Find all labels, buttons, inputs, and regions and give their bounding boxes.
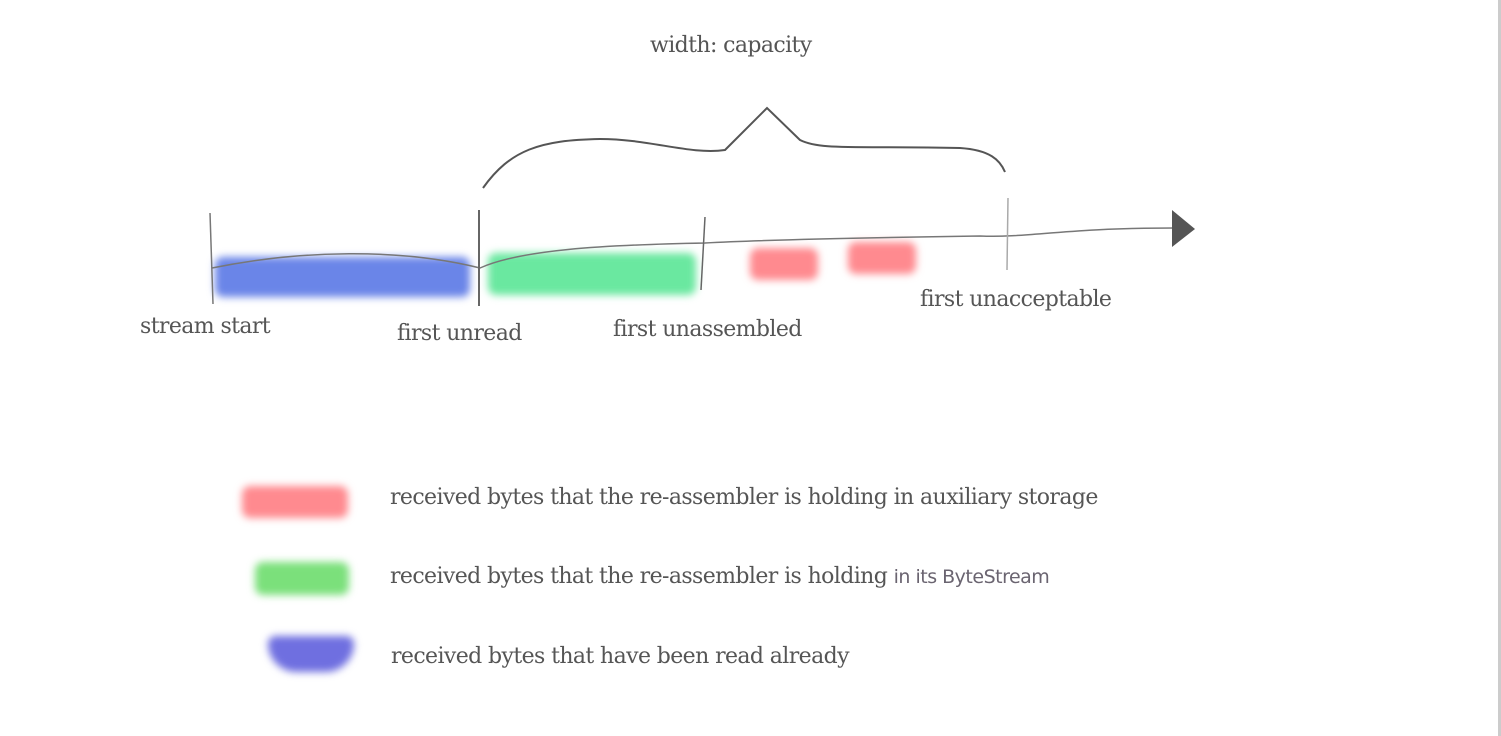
stream-start-tick [209,212,214,305]
bytestream-bytes-block [488,253,696,295]
stream-axis [211,227,1176,269]
first-unassembled-label: first unassembled [613,317,802,342]
right-border [1498,0,1501,736]
stream-start-label: stream start [140,314,271,339]
legend-text-bytestream: received bytes that the re-assembler is … [390,564,1050,589]
legend-swatch-read [268,636,354,672]
legend-swatch-auxiliary [242,486,348,518]
legend-swatch-bytestream [255,562,349,595]
legend-text-bytestream-main: received bytes that the re-assembler is … [390,564,888,589]
auxiliary-bytes-block-1 [750,248,818,280]
legend-text-read: received bytes that have been read alrea… [391,644,850,669]
first-unassembled-tick [700,216,706,291]
read-bytes-block [215,257,470,297]
first-unread-label: first unread [397,321,522,346]
arrow-head-icon [1172,210,1195,247]
legend-text-auxiliary: received bytes that the re-assembler is … [390,485,1098,510]
auxiliary-bytes-block-2 [848,242,916,274]
first-unacceptable-tick [1006,197,1009,271]
capacity-label: width: capacity [650,33,812,58]
legend-text-bytestream-suffix: in its ByteStream [893,566,1050,588]
first-unacceptable-label: first unacceptable [920,287,1112,312]
capacity-brace [482,106,1006,189]
